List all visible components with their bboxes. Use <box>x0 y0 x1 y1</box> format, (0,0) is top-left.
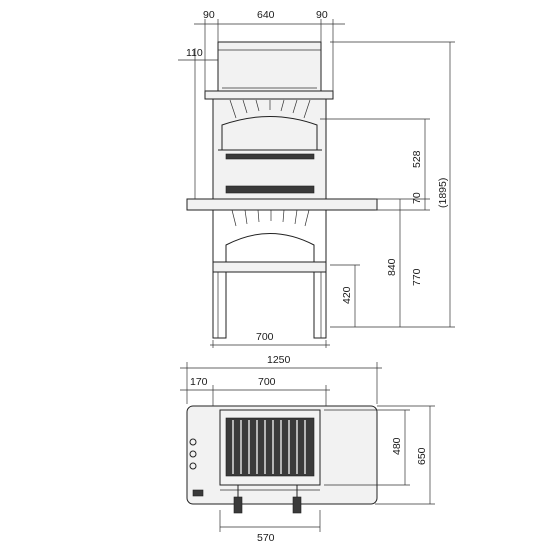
dim-840: 840 <box>386 258 398 276</box>
rating-plate <box>192 489 204 497</box>
hood-ledge <box>204 90 334 100</box>
top-grill-grate <box>225 417 315 477</box>
top-dimension-lines <box>180 362 435 532</box>
control-knob-1 <box>189 438 197 446</box>
worktop-slab <box>186 198 378 211</box>
control-knob-2 <box>189 450 197 458</box>
control-knob-3 <box>189 462 197 470</box>
left-handle <box>233 496 243 514</box>
dim-top-left-90: 90 <box>203 9 215 21</box>
grill-chamber <box>212 98 327 200</box>
dim-top-640: 640 <box>257 9 275 21</box>
dim-480: 480 <box>391 437 403 455</box>
dim-528: 528 <box>411 150 423 168</box>
dim-body-700: 700 <box>258 376 276 388</box>
dim-hood-110: 110 <box>186 47 203 59</box>
firebox-grate <box>225 185 315 194</box>
dim-770: 770 <box>411 268 423 286</box>
dim-650: 650 <box>416 447 428 465</box>
dim-grill-570: 570 <box>257 532 275 544</box>
dim-left-170: 170 <box>190 376 208 388</box>
top-view <box>186 405 378 514</box>
dim-base-700: 700 <box>256 331 274 343</box>
grill-rack-upper <box>225 153 315 160</box>
dim-420: 420 <box>341 286 353 304</box>
chimney-hood <box>217 41 322 93</box>
lower-shelf <box>212 261 327 273</box>
front-dimension-lines <box>178 19 455 348</box>
dim-top-right-90: 90 <box>316 9 328 21</box>
dim-70: 70 <box>411 192 423 204</box>
dim-1895: (1895) <box>437 178 449 208</box>
right-handle <box>292 496 302 514</box>
front-elevation <box>186 41 378 339</box>
dim-total-1250: 1250 <box>267 354 291 366</box>
